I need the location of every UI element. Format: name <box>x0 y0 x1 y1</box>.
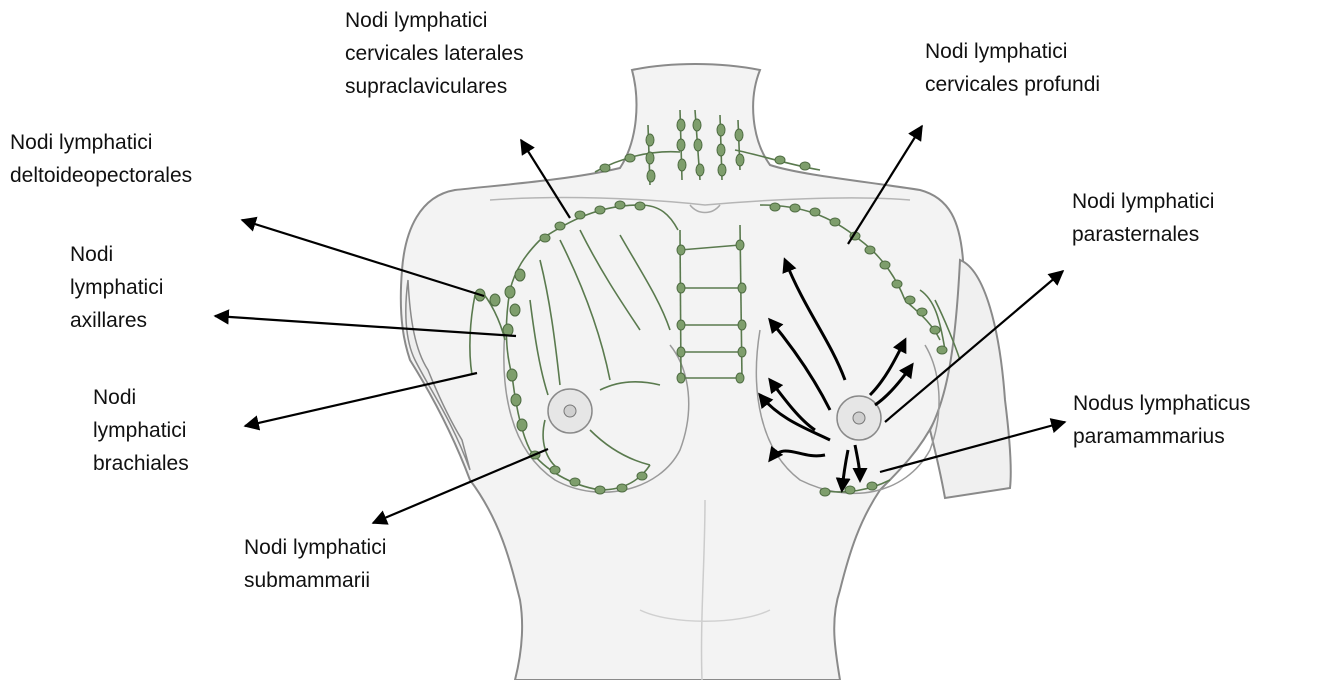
label-line: Nodi lymphatici <box>244 531 386 564</box>
right-nipple <box>853 412 865 424</box>
label-line: Nodi <box>70 238 163 271</box>
label-brachiales: Nodi lymphatici brachiales <box>93 381 189 480</box>
label-line: lymphatici <box>70 271 163 304</box>
label-line: supraclaviculares <box>345 70 524 103</box>
label-line: Nodi lymphatici <box>925 35 1100 68</box>
label-line: lymphatici <box>93 414 189 447</box>
label-parasternales: Nodi lymphatici parasternales <box>1072 185 1214 251</box>
label-cervicales-laterales: Nodi lymphatici cervicales laterales sup… <box>345 4 524 103</box>
label-submammarii: Nodi lymphatici submammarii <box>244 531 386 597</box>
label-line: Nodus lymphaticus <box>1073 387 1250 420</box>
label-axillares: Nodi lymphatici axillares <box>70 238 163 337</box>
label-paramammarius: Nodus lymphaticus paramammarius <box>1073 387 1250 453</box>
left-nipple <box>564 405 576 417</box>
label-line: brachiales <box>93 447 189 480</box>
label-line: Nodi <box>93 381 189 414</box>
label-line: paramammarius <box>1073 420 1250 453</box>
label-cervicales-profundi: Nodi lymphatici cervicales profundi <box>925 35 1100 101</box>
label-line: Nodi lymphatici <box>10 126 192 159</box>
label-line: cervicales profundi <box>925 68 1100 101</box>
torso-outline <box>401 64 964 680</box>
label-line: cervicales laterales <box>345 37 524 70</box>
label-line: Nodi lymphatici <box>1072 185 1214 218</box>
label-line: deltoideopectorales <box>10 159 192 192</box>
label-line: submammarii <box>244 564 386 597</box>
label-line: Nodi lymphatici <box>345 4 524 37</box>
label-deltoideopectorales: Nodi lymphatici deltoideopectorales <box>10 126 192 192</box>
label-line: parasternales <box>1072 218 1214 251</box>
label-line: axillares <box>70 304 163 337</box>
